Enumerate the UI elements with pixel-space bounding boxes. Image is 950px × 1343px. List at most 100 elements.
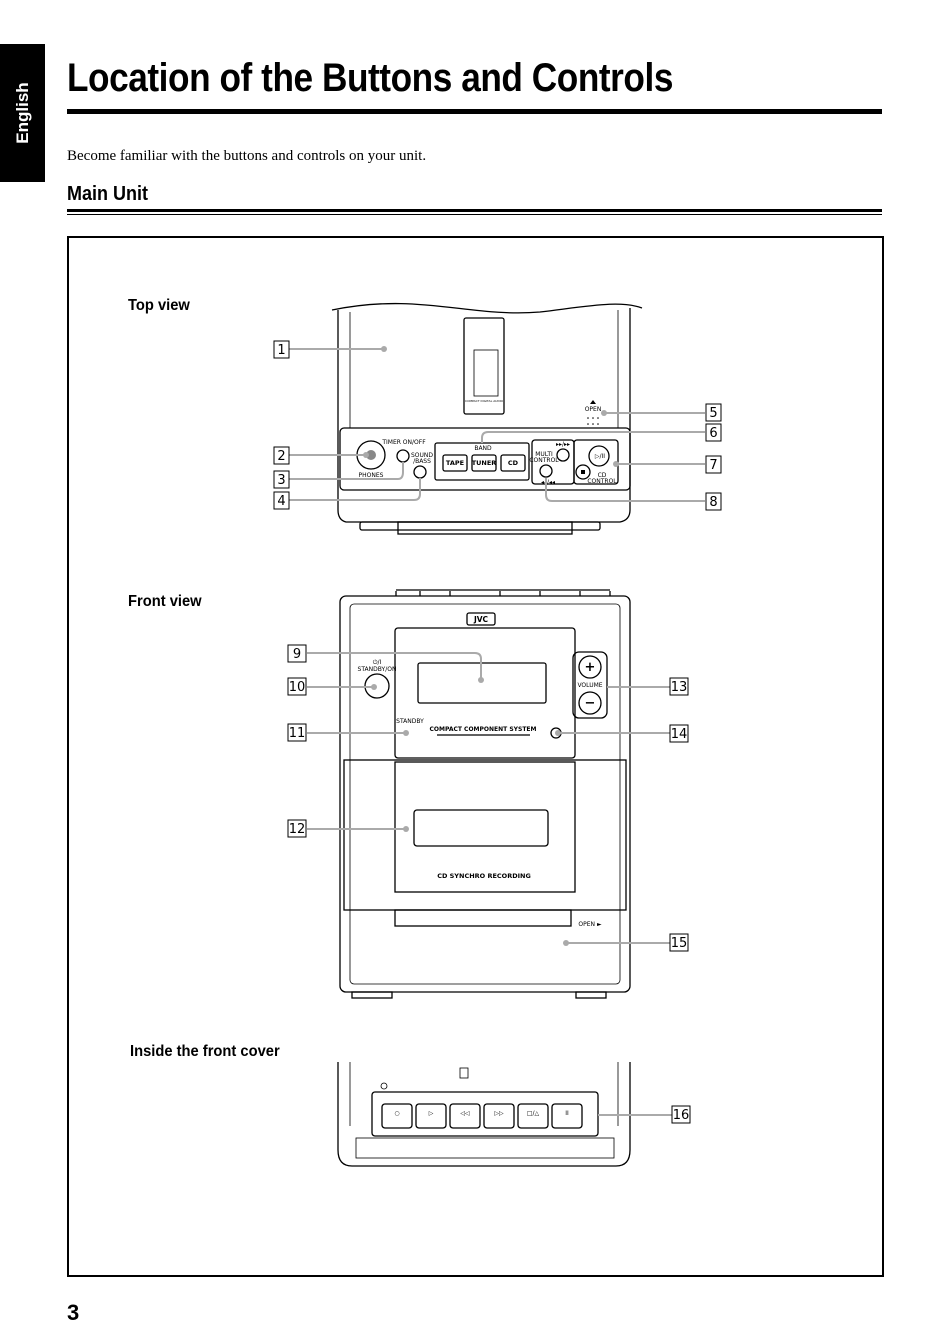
play-icon: ▷ (429, 1110, 434, 1117)
svg-text:6: 6 (709, 426, 717, 441)
svg-text:3: 3 (277, 473, 285, 488)
cd-control-label-1: CD (598, 472, 607, 479)
cd-control-label-2: CONTROL (587, 478, 617, 485)
rewind-icon-2: ◁◁ (460, 1110, 470, 1117)
language-tab: English (0, 44, 45, 182)
standby-on-label: STANDBY/ON (358, 666, 397, 673)
svg-text:4: 4 (277, 494, 285, 509)
front-view-label: Front view (128, 593, 202, 610)
callout-5: 5 (705, 403, 722, 422)
multi-down-button[interactable] (539, 464, 553, 478)
callout-7: 7 (705, 455, 722, 474)
stop-eject-button[interactable] (517, 1103, 549, 1129)
diagram-frame (67, 236, 884, 1277)
callout-16: 16 (671, 1105, 691, 1124)
eject-icon (590, 400, 596, 404)
svg-text:8: 8 (709, 495, 717, 510)
pause-icon: II (565, 1110, 569, 1117)
callout-14: 14 (669, 724, 689, 743)
callout-10: 10 (287, 677, 307, 696)
callout-13: 13 (669, 677, 689, 696)
front-view-illustration: JVC ⏻/I STANDBY/ON STANDBY + VOLUME − CO… (339, 589, 631, 999)
sound-label-2: /BASS (413, 458, 431, 465)
cd-button[interactable] (500, 454, 526, 472)
callout-3: 3 (273, 470, 290, 489)
play-button[interactable] (415, 1103, 447, 1129)
cd-logo-text: COMPACT DIGITAL AUDIO (465, 399, 504, 403)
tuner-button[interactable] (471, 454, 497, 472)
phones-label: PHONES (359, 472, 384, 479)
pause-button[interactable] (551, 1103, 583, 1129)
standby-on-icon: ⏻/I (373, 659, 382, 666)
rewind-button[interactable] (449, 1103, 481, 1129)
top-view-label: Top view (128, 297, 190, 314)
record-button[interactable] (381, 1103, 413, 1129)
callout-9: 9 (287, 644, 307, 663)
inside-cover-label: Inside the front cover (130, 1043, 280, 1060)
tuner-label: TUNER (472, 459, 497, 467)
callout-4: 4 (273, 491, 290, 510)
plus-icon: + (585, 660, 596, 675)
callout-1: 1 (273, 340, 290, 359)
fast-forward-button[interactable] (483, 1103, 515, 1129)
multi-label-1: MULTI (535, 451, 553, 458)
inside-cover-illustration: ○ ▷ ◁◁ ▷▷ □/△ II (337, 1062, 673, 1167)
stop-icon (581, 470, 585, 474)
svg-text:5: 5 (709, 406, 717, 421)
compact-system-label: COMPACT COMPONENT SYSTEM (430, 726, 537, 733)
front-open-label: OPEN ► (578, 921, 602, 928)
play-pause-icon: ▷/II (595, 453, 605, 460)
volume-label: VOLUME (577, 682, 602, 689)
callout-8: 8 (705, 492, 722, 511)
svg-text:7: 7 (709, 458, 717, 473)
callout-12: 12 (287, 819, 307, 838)
svg-text:10: 10 (289, 680, 306, 695)
fast-forward-icon-2: ▷▷ (494, 1110, 504, 1117)
stop-button[interactable] (575, 464, 591, 480)
svg-text:15: 15 (671, 936, 688, 951)
cd-label: CD (508, 459, 519, 467)
section-rule-thin (67, 214, 882, 215)
timer-button[interactable] (396, 449, 410, 463)
callout-6: 6 (705, 423, 722, 442)
timer-label: TIMER ON/OFF (381, 439, 426, 446)
sound-bass-button[interactable] (413, 465, 427, 479)
svg-text:1: 1 (277, 343, 285, 358)
title-rule (67, 109, 882, 114)
page-title: Location of the Buttons and Controls (67, 56, 673, 100)
svg-text:12: 12 (289, 822, 306, 837)
volume-down-button[interactable] (578, 691, 602, 715)
svg-text:14: 14 (671, 727, 688, 742)
callout-11: 11 (287, 723, 307, 742)
tape-label: TAPE (446, 459, 464, 467)
minus-icon: − (585, 696, 596, 711)
intro-text: Become familiar with the buttons and con… (67, 148, 427, 164)
multi-up-button[interactable] (556, 448, 570, 462)
section-title: Main Unit (67, 183, 148, 205)
fast-forward-icon: ▸▸/▸▸ (556, 441, 570, 448)
cd-synchro-label: CD SYNCHRO RECORDING (437, 872, 531, 880)
top-view-illustration: COMPACT DIGITAL AUDIO OPEN PHONES TIMER … (331, 302, 643, 535)
svg-text:13: 13 (671, 680, 688, 695)
record-icon: ○ (394, 1110, 399, 1117)
stop-eject-icon: □/△ (527, 1110, 540, 1117)
svg-text:2: 2 (277, 449, 285, 464)
callout-15: 15 (669, 933, 689, 952)
svg-text:9: 9 (293, 647, 301, 662)
rewind-icon: ◂◂/◂◂ (541, 479, 555, 486)
section-rule (67, 209, 882, 212)
top-open-label: OPEN (585, 406, 602, 413)
page-number: 3 (67, 1300, 80, 1325)
svg-text:11: 11 (289, 726, 306, 741)
multi-label-2: CONTROL (529, 457, 559, 464)
cassette-window (413, 809, 549, 847)
svg-text:16: 16 (673, 1108, 690, 1123)
volume-up-button[interactable] (578, 655, 602, 679)
play-pause-button[interactable] (588, 445, 610, 467)
jvc-logo: JVC (473, 615, 489, 624)
band-label: BAND (474, 445, 492, 452)
sound-label-1: SOUND (411, 452, 433, 459)
tape-button[interactable] (442, 454, 468, 472)
callout-2: 2 (273, 446, 290, 465)
